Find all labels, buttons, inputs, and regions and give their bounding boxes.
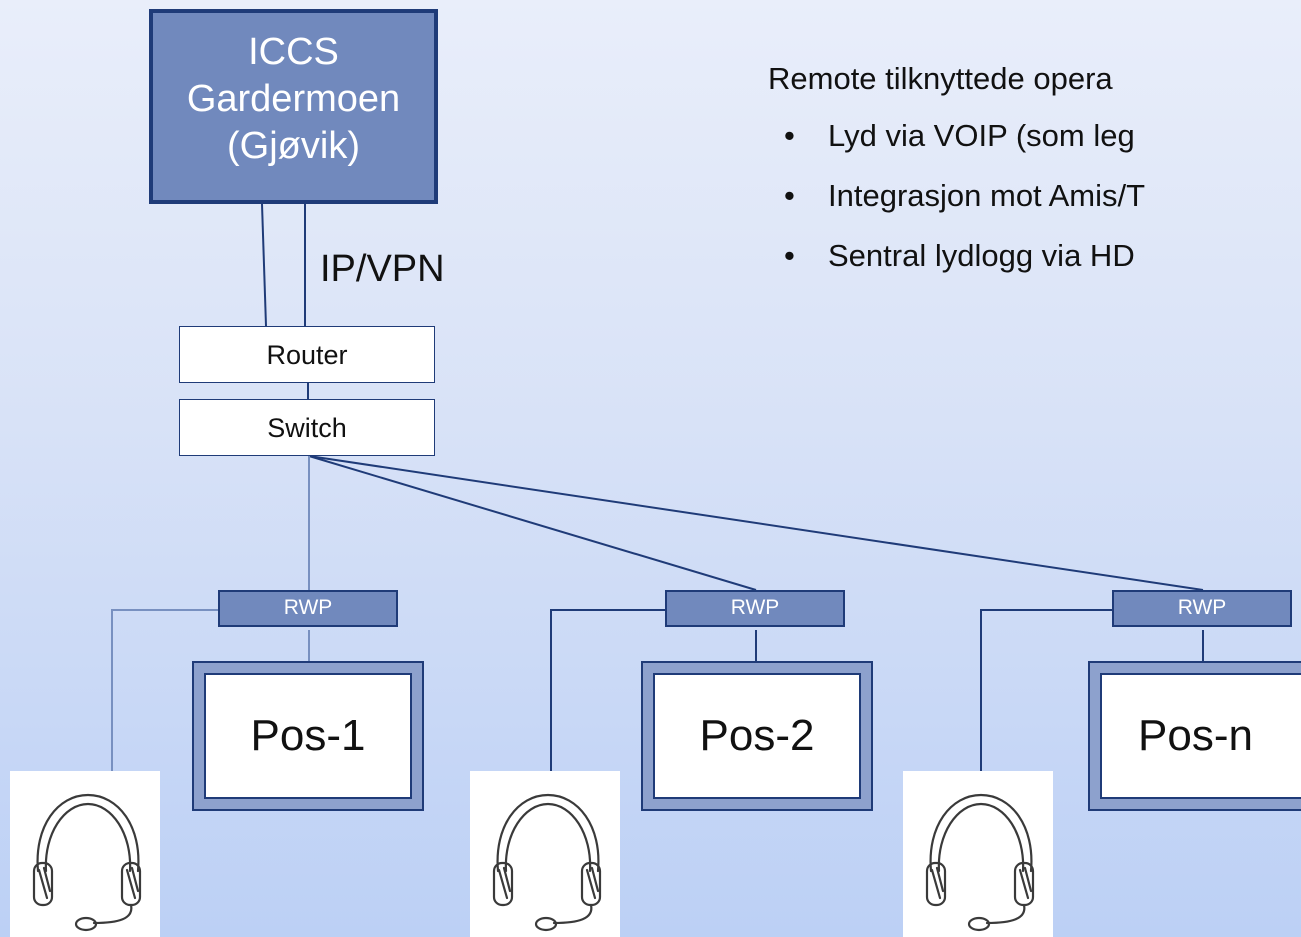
- pos-2-screen: Pos-2: [641, 661, 873, 811]
- notes-block: Remote tilknyttede opera • Lyd via VOIP …: [768, 52, 1145, 286]
- headset-icon: [925, 793, 1035, 932]
- ip-vpn-label: IP/VPN: [320, 248, 445, 290]
- rwp-box-2: RWP: [665, 590, 845, 627]
- rwpn-headset-link: [980, 609, 1112, 771]
- headset-icon: [32, 793, 142, 932]
- notes-bullet-text: Sentral lydlogg via HD: [828, 238, 1135, 273]
- switch-link-rwp-n: [308, 455, 1204, 591]
- notes-bullet: • Sentral lydlogg via HD: [768, 226, 1145, 286]
- rwp-box-n: RWP: [1112, 590, 1292, 627]
- bullet-glyph: •: [784, 178, 795, 213]
- rwp1-headset-link: [111, 609, 218, 771]
- pos-1-screen: Pos-1: [192, 661, 424, 811]
- bullet-glyph: •: [784, 238, 795, 273]
- pos-n-screen: Pos-n: [1088, 661, 1301, 811]
- notes-title: Remote tilknyttede opera: [768, 61, 1113, 96]
- iccs-title: ICCS: [248, 31, 339, 73]
- headset-tile-2: [470, 771, 620, 937]
- notes-bullet: • Integrasjon mot Amis/T: [768, 166, 1145, 226]
- iccs-box: ICCS Gardermoen (Gjøvik): [149, 9, 438, 204]
- pos-2-label: Pos-2: [653, 673, 861, 799]
- pos-n-label: Pos-n: [1100, 673, 1301, 799]
- notes-bullet-list: • Lyd via VOIP (som leg • Integrasjon mo…: [768, 106, 1145, 286]
- notes-bullet-text: Lyd via VOIP (som leg: [828, 118, 1135, 153]
- iccs-site-alt: (Gjøvik): [227, 125, 360, 167]
- bullet-glyph: •: [784, 118, 795, 153]
- notes-bullet-text: Integrasjon mot Amis/T: [828, 178, 1146, 213]
- notes-bullet: • Lyd via VOIP (som leg: [768, 106, 1145, 166]
- iccs-site: Gardermoen: [186, 78, 401, 120]
- headset-icon: [492, 793, 602, 932]
- rwp-box-1: RWP: [218, 590, 398, 627]
- rwp2-headset-link: [550, 609, 665, 771]
- switch-link-rwp-2: [308, 455, 757, 591]
- switch-box: Switch: [179, 399, 435, 456]
- headset-tile-1: [10, 771, 160, 937]
- headset-tile-n: [903, 771, 1053, 937]
- pos-1-label: Pos-1: [204, 673, 412, 799]
- router-box: Router: [179, 326, 435, 383]
- vpn-line-left: [261, 203, 267, 327]
